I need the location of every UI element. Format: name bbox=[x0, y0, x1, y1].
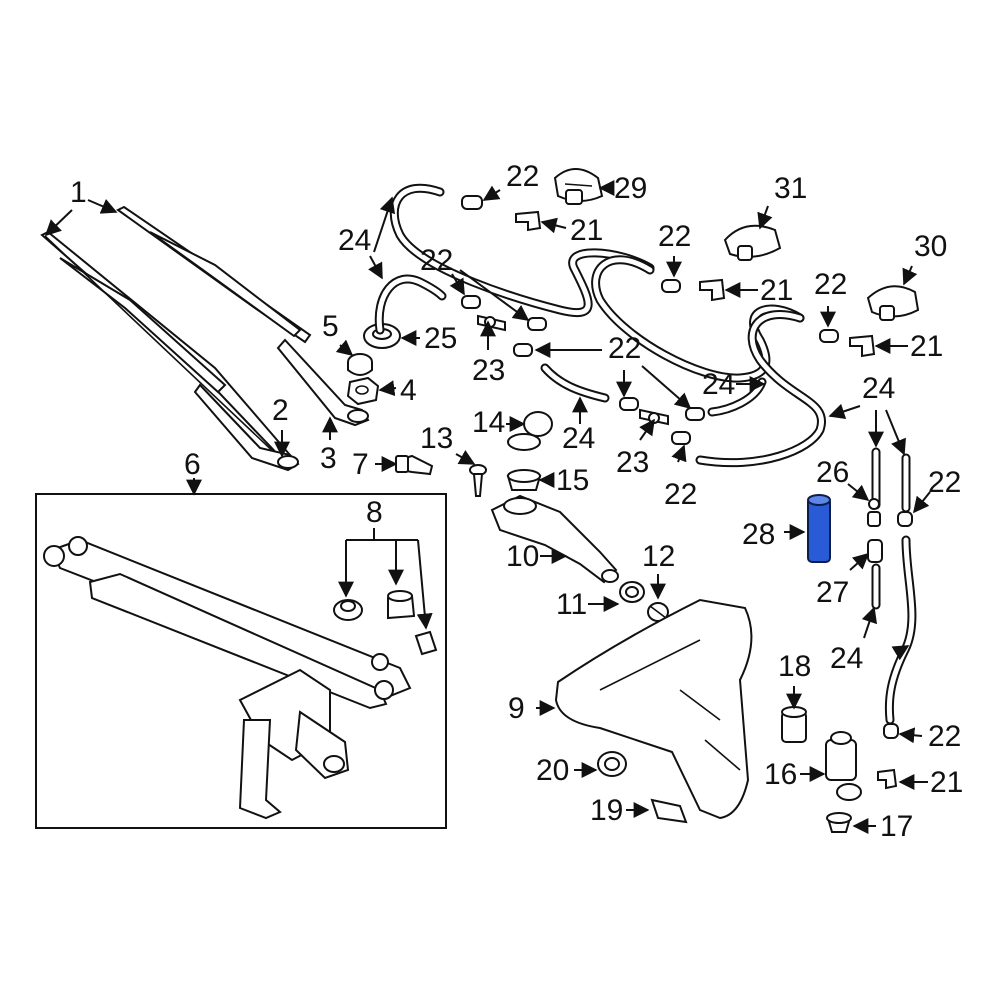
bushings-8 bbox=[333, 590, 438, 656]
callout-labels: 1 2 3 4 5 6 7 8 9 10 11 12 13 14 15 16 1… bbox=[70, 160, 963, 843]
callout-21a: 21 bbox=[570, 214, 603, 247]
callout-25: 25 bbox=[424, 322, 457, 355]
callout-26: 26 bbox=[816, 456, 849, 489]
callout-6: 6 bbox=[184, 448, 201, 481]
bolt-7 bbox=[395, 454, 434, 476]
pump-16 bbox=[825, 731, 862, 801]
callout-5: 5 bbox=[322, 310, 339, 343]
callout-23b: 23 bbox=[616, 446, 649, 479]
callout-22a: 22 bbox=[506, 160, 539, 193]
callout-24e: 24 bbox=[830, 642, 863, 675]
elbows-21 bbox=[515, 210, 898, 790]
callout-4: 4 bbox=[400, 374, 417, 407]
grommet-17 bbox=[826, 812, 852, 833]
callout-31: 31 bbox=[774, 172, 807, 205]
hose-lower-center bbox=[540, 363, 610, 403]
hose-center bbox=[591, 255, 805, 383]
hose-28-highlighted bbox=[807, 494, 831, 563]
callout-20: 20 bbox=[536, 754, 569, 787]
wiper-blade-right bbox=[116, 205, 312, 344]
fitting-26 bbox=[867, 498, 881, 527]
callout-30: 30 bbox=[914, 230, 947, 263]
callout-27: 27 bbox=[816, 576, 849, 609]
callout-22b: 22 bbox=[420, 244, 453, 277]
wiper-linkage-6 bbox=[43, 536, 412, 710]
callout-22d: 22 bbox=[814, 268, 847, 301]
callout-24b: 24 bbox=[702, 368, 735, 401]
filler-neck-10 bbox=[490, 494, 619, 584]
wiper-arm-left bbox=[193, 383, 300, 472]
connectors-22 bbox=[461, 195, 913, 739]
grommet-18 bbox=[781, 706, 807, 743]
callout-2: 2 bbox=[272, 394, 289, 427]
screw-13 bbox=[469, 464, 487, 497]
hose-long-right bbox=[884, 535, 917, 725]
callout-7: 7 bbox=[352, 448, 369, 481]
callout-17: 17 bbox=[880, 810, 913, 843]
callout-11: 11 bbox=[556, 588, 587, 621]
hose-mid-left bbox=[374, 274, 447, 335]
nut-4 bbox=[346, 376, 380, 406]
callout-18: 18 bbox=[778, 650, 811, 683]
callout-22c: 22 bbox=[658, 220, 691, 253]
callout-19: 19 bbox=[590, 794, 623, 827]
callout-13: 13 bbox=[420, 422, 453, 455]
plug-19 bbox=[650, 798, 688, 824]
fitting-27 bbox=[867, 539, 883, 563]
reservoir-9 bbox=[554, 598, 753, 820]
callout-22g: 22 bbox=[928, 466, 961, 499]
nozzle-31 bbox=[723, 224, 782, 261]
callout-8: 8 bbox=[366, 496, 383, 529]
callout-21c: 21 bbox=[910, 330, 943, 363]
callout-1: 1 bbox=[70, 176, 87, 209]
callout-22f: 22 bbox=[664, 478, 697, 511]
callout-15: 15 bbox=[556, 464, 589, 497]
cap-14 bbox=[507, 411, 553, 451]
nozzle-30 bbox=[866, 285, 920, 321]
wiper-motor bbox=[238, 668, 350, 820]
callout-21d: 21 bbox=[930, 766, 963, 799]
wiper-arm-right bbox=[276, 338, 370, 427]
callout-3: 3 bbox=[320, 442, 337, 475]
callout-22e: 22 bbox=[608, 332, 641, 365]
callout-16: 16 bbox=[764, 758, 797, 791]
linkage-box bbox=[35, 493, 447, 829]
callout-29: 29 bbox=[614, 172, 647, 205]
callout-28: 28 bbox=[742, 518, 775, 551]
wiper-blade-left bbox=[40, 230, 292, 464]
cap-5 bbox=[347, 353, 373, 376]
leader-lines bbox=[44, 180, 931, 834]
callout-21b: 21 bbox=[760, 274, 793, 307]
callout-24c: 24 bbox=[562, 422, 595, 455]
callout-14: 14 bbox=[472, 406, 505, 439]
nozzle-29 bbox=[553, 168, 604, 205]
callout-9: 9 bbox=[508, 692, 525, 725]
cap-15 bbox=[506, 469, 542, 491]
callout-24a: 24 bbox=[338, 224, 371, 257]
grommet-20 bbox=[597, 751, 627, 777]
callout-24d: 24 bbox=[862, 372, 895, 405]
callout-22h: 22 bbox=[928, 720, 961, 753]
callout-23a: 23 bbox=[472, 354, 505, 387]
callout-10: 10 bbox=[506, 540, 539, 573]
callout-12: 12 bbox=[642, 540, 675, 573]
seal-11 bbox=[619, 581, 645, 603]
hose-right-long bbox=[695, 309, 826, 468]
